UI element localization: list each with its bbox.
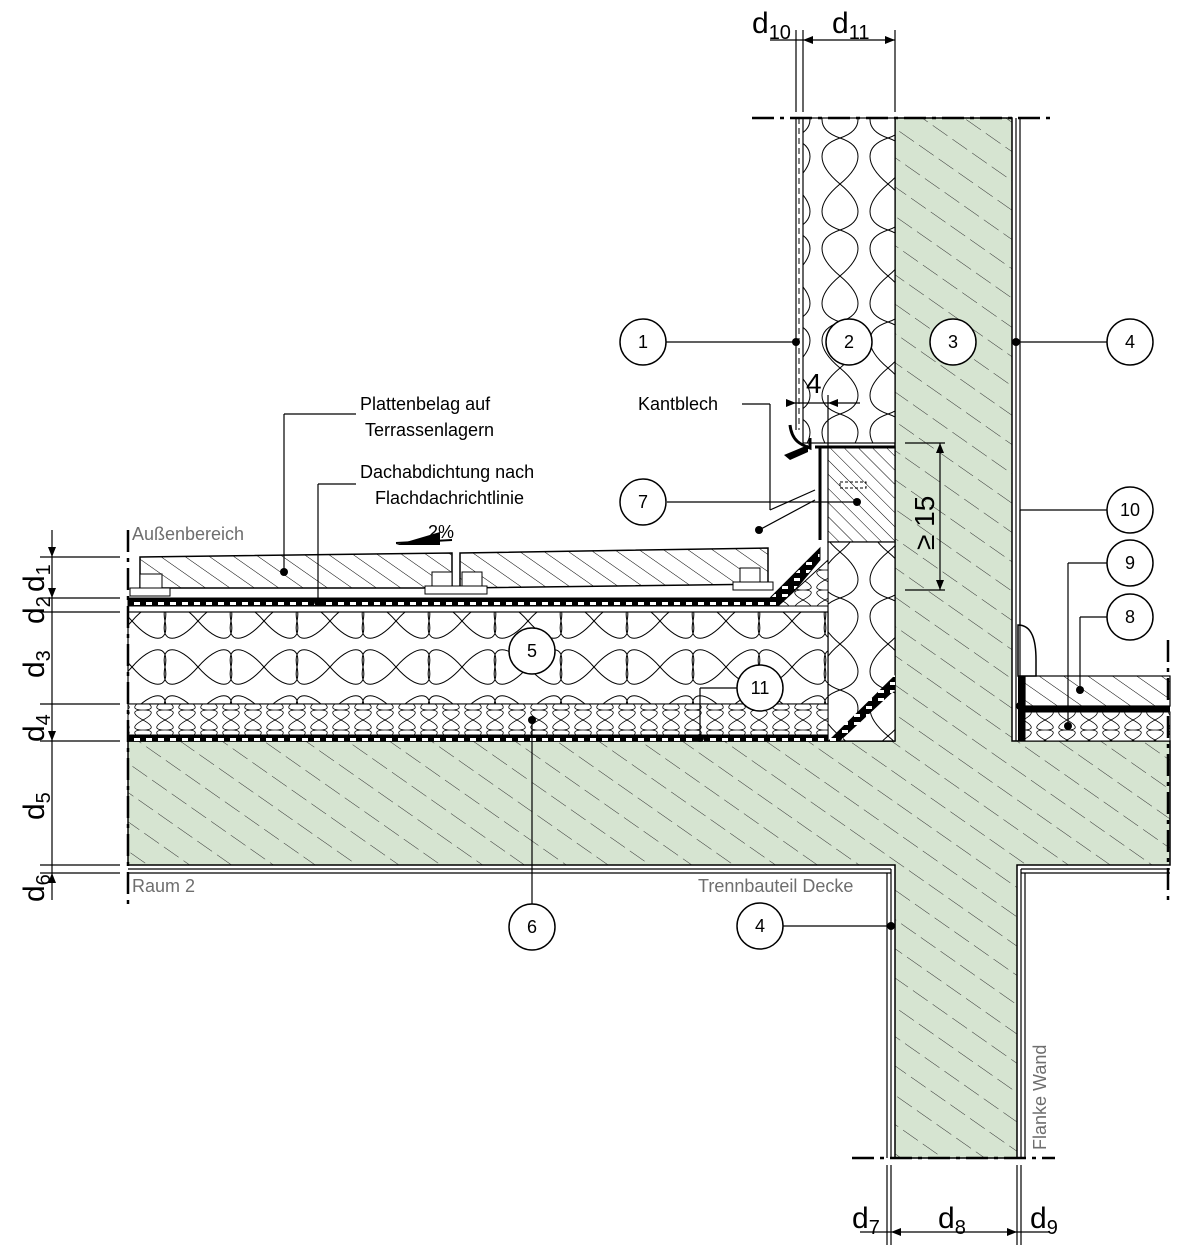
svg-text:d3: d3 [18, 650, 55, 678]
bubble-2-label: 2 [844, 332, 854, 352]
bubble-1-label: 1 [638, 332, 648, 352]
bubble-9: 9 [1106, 539, 1154, 587]
bubble-1: 1 [619, 318, 667, 366]
dim-d1: d1 [18, 564, 55, 592]
wall-insulation [784, 117, 896, 460]
dim-d11: d11 [832, 7, 869, 44]
break-lines [126, 116, 1170, 1160]
bubble-4-top: 4 [1106, 318, 1154, 366]
bubble-8: 8 [1106, 593, 1154, 641]
svg-text:d1: d1 [18, 564, 55, 592]
dim-d7: d7 [852, 1202, 880, 1239]
bubble-3-label: 3 [948, 332, 958, 352]
label-gap-4: 4 [806, 368, 822, 399]
bubble-11-label: 11 [751, 678, 770, 698]
dim-d5: d5 [18, 792, 55, 820]
label-seal-line2: Flachdachrichtlinie [375, 488, 524, 508]
bubble-4-bottom: 4 [736, 902, 784, 950]
svg-text:d2: d2 [18, 596, 55, 624]
svg-text:d5: d5 [18, 792, 55, 820]
dim-d8: d8 [938, 1202, 966, 1239]
bubble-7: 7 [619, 478, 667, 526]
bubble-9-label: 9 [1125, 553, 1135, 573]
plinth-area [815, 445, 896, 742]
svg-text:d6: d6 [18, 874, 55, 902]
bubble-6-label: 6 [527, 917, 537, 937]
label-tiles-line1: Plattenbelag auf [360, 394, 491, 414]
label-outside: Außenbereich [132, 524, 244, 544]
right-floor [1017, 624, 1171, 742]
bubble-8-label: 8 [1125, 607, 1135, 627]
bubble-5: 5 [508, 627, 556, 675]
bubble-6: 6 [508, 903, 556, 951]
bubble-4-bottom-label: 4 [755, 916, 765, 936]
label-separating: Trennbauteil Decke [698, 876, 853, 896]
label-flank: Flanke Wand [1030, 1045, 1050, 1150]
leader-lines [283, 341, 1108, 927]
roof-buildup [127, 546, 895, 741]
bubble-2: 2 [825, 318, 873, 366]
bubble-11: 11 [736, 664, 784, 712]
label-kantblech: Kantblech [638, 394, 718, 414]
dimension-ticks [48, 36, 1017, 1236]
bubble-7-label: 7 [638, 492, 648, 512]
dim-d10: d10 [752, 7, 791, 44]
bubble-3: 3 [929, 318, 977, 366]
dim-d6: d6 [18, 874, 55, 902]
dim-d3: d3 [18, 650, 55, 678]
dim-d2: d2 [18, 596, 55, 624]
label-slope: 2% [428, 522, 454, 542]
svg-text:d4: d4 [18, 714, 55, 742]
bubble-4-top-label: 4 [1125, 332, 1135, 352]
slope-arrow-icon [395, 532, 453, 545]
dim-d9: d9 [1030, 1202, 1058, 1239]
bubble-5-label: 5 [527, 641, 537, 661]
bubble-10: 10 [1106, 486, 1154, 534]
label-tiles-line2: Terrassenlagern [365, 420, 494, 440]
label-seal-line1: Dachabdichtung nach [360, 462, 534, 482]
dim-d4: d4 [18, 714, 55, 742]
bubble-10-label: 10 [1120, 500, 1140, 520]
leader-dots [280, 338, 1084, 930]
label-room: Raum 2 [132, 876, 195, 896]
label-height-min: ≥ 15 [909, 496, 940, 550]
dimension-lines [40, 30, 1050, 1245]
